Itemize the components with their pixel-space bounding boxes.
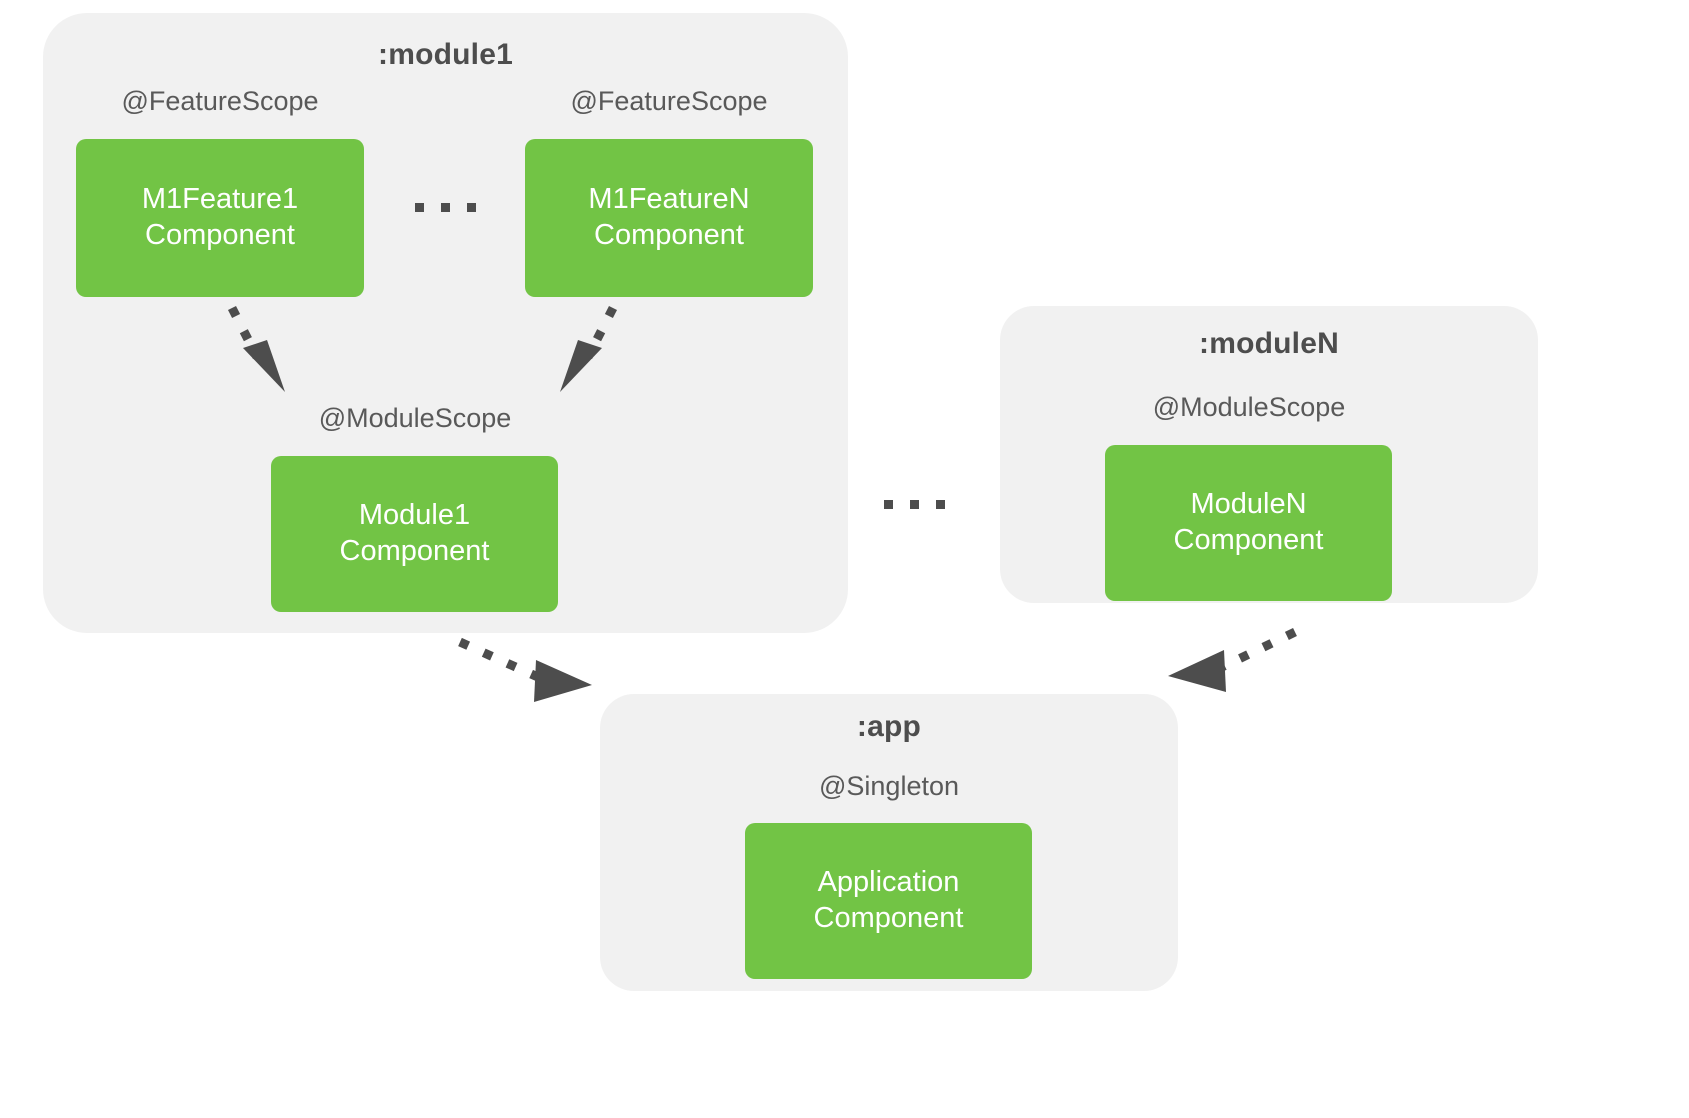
scope-label-modulescope-2: @ModuleScope bbox=[1152, 392, 1346, 422]
ellipsis-dot bbox=[441, 203, 450, 212]
component-modulen-line1: ModuleN bbox=[1190, 488, 1307, 521]
component-m1featuren-line2: Component bbox=[594, 219, 744, 251]
ellipsis-dot bbox=[467, 203, 476, 212]
ellipsis-inside-module1 bbox=[415, 203, 476, 212]
panel-module1-title: :module1 bbox=[378, 38, 513, 71]
component-modulen-line2: Component bbox=[1173, 524, 1324, 556]
ellipsis-between-modules bbox=[884, 500, 945, 509]
ellipsis-dot bbox=[884, 500, 893, 509]
component-application-line2: Component bbox=[813, 902, 964, 934]
component-m1feature1-line1: M1Feature1 bbox=[141, 183, 299, 216]
scope-label-singleton: @Singleton bbox=[819, 771, 959, 801]
component-application-line1: Application bbox=[817, 866, 960, 899]
arrow-module1-to-app bbox=[458, 637, 592, 702]
scope-label-featurescope-1: @FeatureScope bbox=[121, 86, 319, 116]
ellipsis-dot bbox=[936, 500, 945, 509]
panel-modulen-title: :moduleN bbox=[1199, 327, 1339, 360]
scope-label-modulescope-1: @ModuleScope bbox=[318, 403, 512, 433]
component-m1feature1-line2: Component bbox=[145, 219, 295, 251]
scope-label-featurescope-2: @FeatureScope bbox=[570, 86, 768, 116]
component-module1-line1: Module1 bbox=[358, 499, 471, 532]
arrow-m1featuren-to-module1 bbox=[560, 305, 618, 392]
component-module1-line2: Component bbox=[339, 535, 490, 567]
panel-app-title: :app bbox=[856, 710, 922, 743]
ellipsis-dot bbox=[910, 500, 919, 509]
arrow-m1feature1-to-module1 bbox=[227, 305, 285, 392]
arrow-modulen-to-app bbox=[1168, 627, 1297, 692]
ellipsis-dot bbox=[415, 203, 424, 212]
component-m1featuren-line1: M1FeatureN bbox=[588, 183, 750, 216]
